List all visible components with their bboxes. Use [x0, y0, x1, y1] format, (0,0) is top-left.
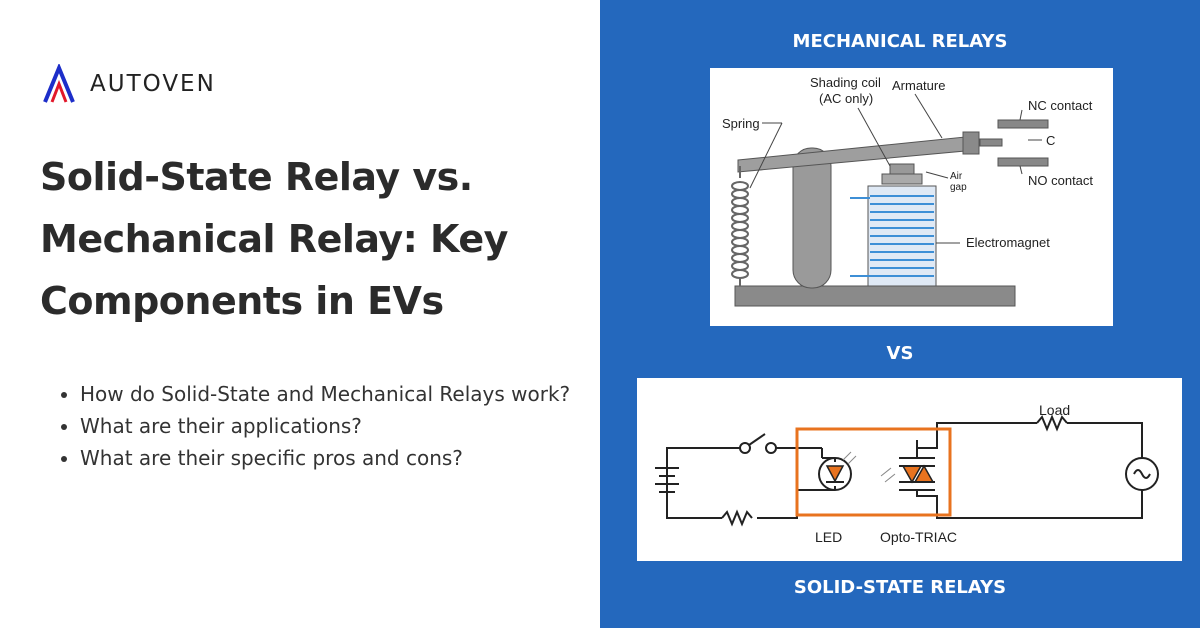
electromagnet-label: Electromagnet [966, 235, 1050, 250]
bullet-list: How do Solid-State and Mechanical Relays… [58, 378, 580, 474]
spring-label: Spring [722, 116, 760, 131]
brand-name: AUTOVEN [90, 71, 216, 97]
comparison-panel: MECHANICAL RELAYS [600, 0, 1200, 628]
nc-contact-label: NC contact [1028, 98, 1093, 113]
mechanical-relay-diagram: Shading coil (AC only) Armature Spring N… [710, 68, 1113, 326]
brand[interactable]: AUTOVEN [42, 64, 216, 104]
opto-triac-label: Opto-TRIAC [880, 529, 957, 545]
air-label: Air [950, 171, 963, 182]
autoven-logo-icon [43, 64, 75, 103]
bullet-item: How do Solid-State and Mechanical Relays… [80, 378, 580, 410]
page-title: Solid-State Relay vs. Mechanical Relay: … [40, 155, 508, 323]
left-panel: AUTOVEN Solid-State Relay vs. Mechanical… [0, 0, 600, 628]
gap-label: gap [950, 182, 967, 193]
solid-state-relays-label: SOLID-STATE RELAYS [793, 577, 1007, 598]
bullet-item: What are their specific pros and cons? [80, 442, 580, 474]
no-contact-label: NO contact [1028, 173, 1093, 188]
bullet-item: What are their applications? [80, 410, 580, 442]
shading-coil-label: Shading coil [810, 75, 881, 90]
load-label: Load [1039, 402, 1070, 418]
solid-state-relay-diagram: Load LED Opto-TRIAC [637, 378, 1182, 561]
armature-label: Armature [892, 78, 945, 93]
mechanical-relays-label: MECHANICAL RELAYS [792, 31, 1008, 52]
vs-label: VS [886, 343, 914, 364]
ac-only-label: (AC only) [819, 91, 873, 106]
led-label: LED [815, 529, 842, 545]
common-contact-label: C [1046, 133, 1055, 148]
